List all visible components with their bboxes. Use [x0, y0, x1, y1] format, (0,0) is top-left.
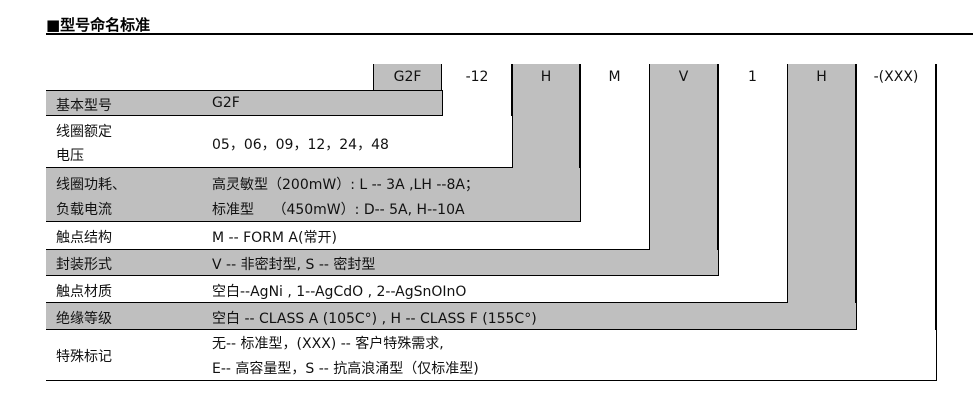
code-column-insulation	[787, 64, 856, 330]
row-label: 绝缘等级	[56, 311, 112, 327]
code-base-model: G2F	[393, 69, 422, 85]
row-label: 触点结构	[56, 230, 112, 246]
column-border	[579, 64, 581, 222]
row-label: 电压	[56, 148, 84, 164]
code-coil-voltage: -12	[465, 69, 489, 85]
row-label: 触点材质	[56, 284, 112, 300]
row-value: E-- 高容量型，S -- 抗高浪涌型（仅标准型)	[212, 361, 479, 377]
row-value: 05，06，09，12，24，48	[212, 137, 389, 153]
row-insulation: 绝缘等级 空白 -- CLASS A (105C°) , H -- CLASS …	[46, 303, 857, 330]
code-enclosure: V	[678, 69, 689, 85]
row-value: G2F	[212, 95, 240, 111]
row-value: 高灵敏型（200mW）: L -- 3A ,LH --8A；	[212, 177, 479, 193]
column-border	[717, 64, 719, 276]
row-value: 标准型 （450mW）: D-- 5A, H--10A	[212, 202, 465, 218]
row-label: 线圈额定	[56, 124, 112, 140]
section-title: ■型号命名标准	[46, 16, 151, 34]
row-value: M -- FORM A(常开)	[212, 230, 337, 246]
row-contact-form: 触点结构 M -- FORM A(常开)	[46, 222, 650, 250]
column-border	[855, 64, 857, 330]
row-contact-material: 触点材质 空白--AgNi , 1--AgCdO , 2--AgSnOInO	[46, 276, 788, 303]
row-value: 空白--AgNi , 1--AgCdO , 2--AgSnOInO	[212, 284, 467, 300]
code-contact-form: M	[608, 69, 621, 85]
code-contact-material: 1	[748, 69, 757, 85]
row-value: 无-- 标准型，(XXX) -- 客户特殊需求,	[212, 336, 444, 352]
code-coil-power: H	[540, 69, 552, 85]
row-label: 基本型号	[56, 98, 112, 114]
row-label: 负载电流	[56, 202, 112, 218]
row-enclosure: 封装形式 V -- 非密封型, S -- 密封型	[46, 250, 719, 276]
code-special: -(XXX)	[873, 69, 919, 85]
row-label: 特殊标记	[56, 349, 112, 365]
row-label: 线圈功耗、	[56, 177, 126, 193]
row-coil-power: 线圈功耗、 负载电流 高灵敏型（200mW）: L -- 3A ,LH --8A…	[46, 168, 581, 222]
column-border	[935, 64, 937, 380]
code-insulation: H	[816, 69, 827, 85]
code-column-g2f	[373, 64, 442, 90]
row-special: 特殊标记 无-- 标准型，(XXX) -- 客户特殊需求, E-- 高容量型，S…	[46, 330, 937, 381]
row-value: V -- 非密封型, S -- 密封型	[212, 257, 376, 273]
row-base-model: 基本型号 G2F	[46, 90, 443, 116]
row-coil-voltage: 线圈额定 电压 05，06，09，12，24，48	[46, 116, 513, 168]
row-value: 空白 -- CLASS A (105C°) , H -- CLASS F (15…	[212, 311, 537, 327]
row-label: 封装形式	[56, 257, 112, 273]
code-column-enclosure	[649, 64, 718, 276]
title-divider	[46, 33, 973, 35]
